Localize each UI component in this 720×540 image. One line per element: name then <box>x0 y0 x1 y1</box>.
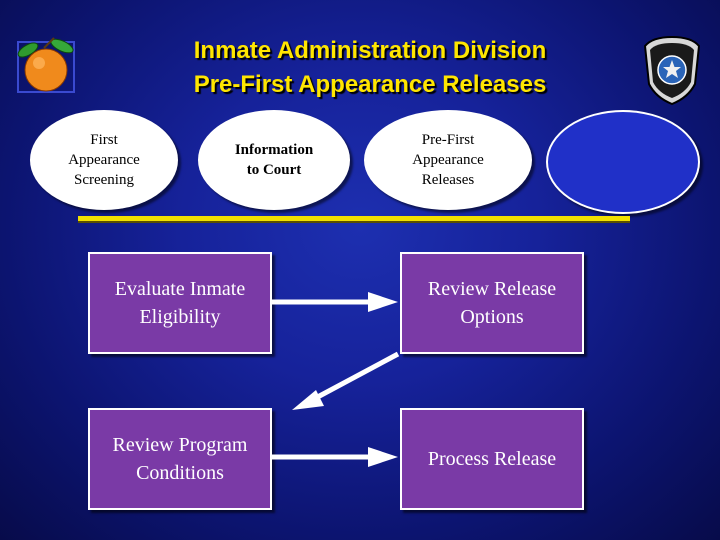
step-review-program-conditions: Review Program Conditions <box>88 408 272 510</box>
step-process-release: Process Release <box>400 408 584 510</box>
step-evaluate-inmate-eligibility: Evaluate Inmate Eligibility <box>88 252 272 354</box>
corrections-badge-icon <box>643 35 701 106</box>
phase-information-to-court: Information to Court <box>198 110 350 210</box>
title-line-1: Inmate Administration Division <box>193 37 547 64</box>
timeline-bar <box>78 216 630 221</box>
phase-pre-first-appearance-releases: Pre-First Appearance Releases <box>364 110 532 210</box>
arrow-options-to-conditions <box>292 351 400 410</box>
arrow-conditions-to-process <box>272 447 398 467</box>
phase-blank <box>546 110 700 214</box>
page-title: Inmate Administration Division Pre-First… <box>110 34 630 102</box>
step-review-release-options: Review Release Options <box>400 252 584 354</box>
title-line-2: Pre-First Appearance Releases <box>193 71 547 98</box>
arrow-eligibility-to-options <box>272 292 398 312</box>
phase-first-appearance-screening: First Appearance Screening <box>30 110 178 210</box>
orange-icon <box>17 37 75 93</box>
